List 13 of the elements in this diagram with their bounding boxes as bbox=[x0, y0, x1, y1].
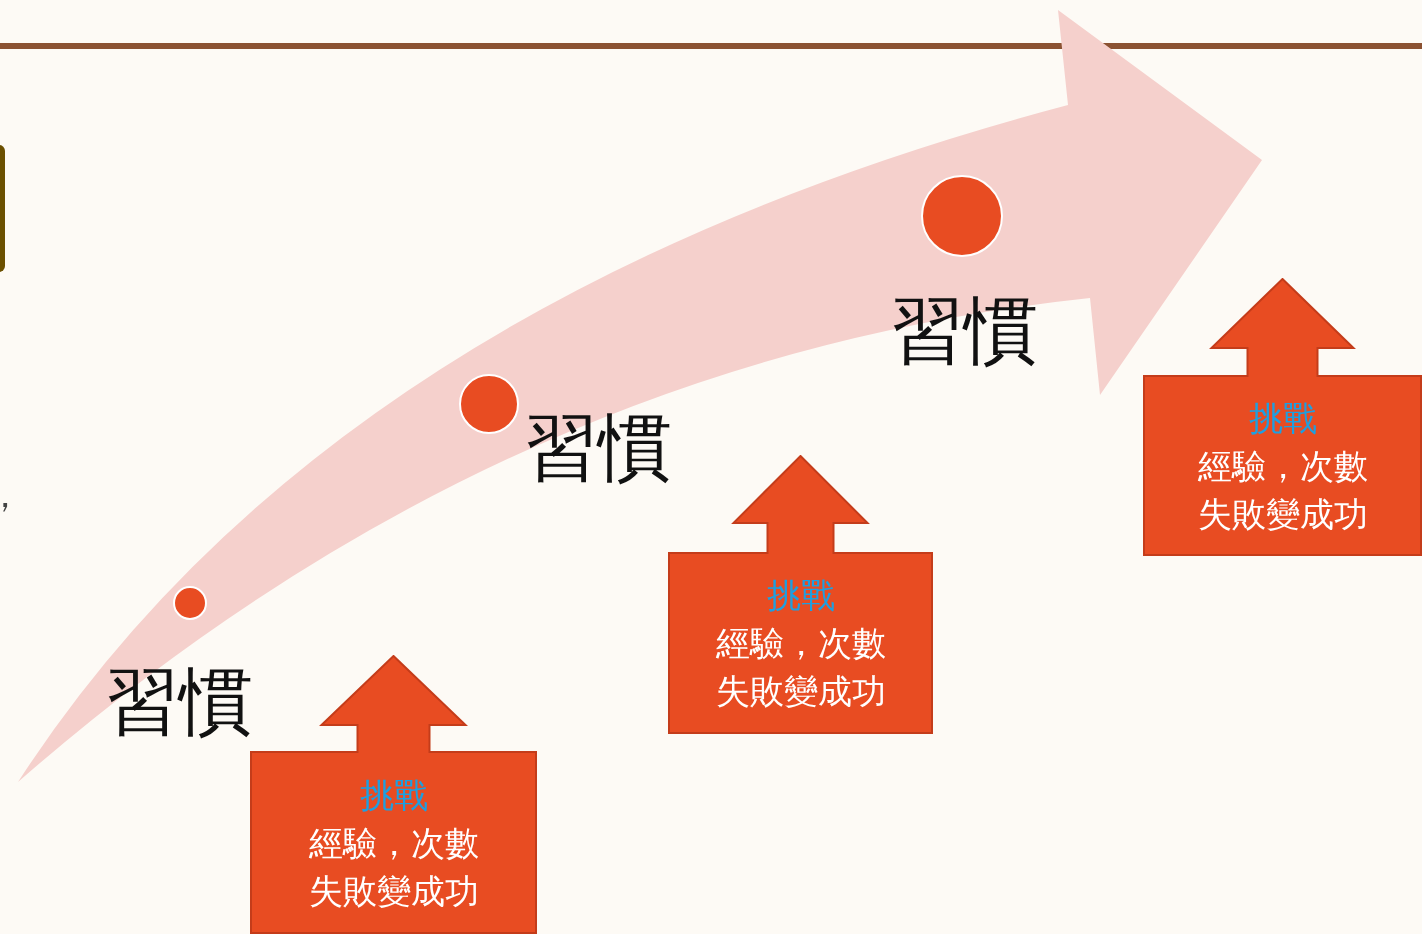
text-fragment: ， bbox=[0, 478, 22, 512]
box-heading: 挑戰 bbox=[1247, 398, 1318, 438]
step-label: 習慣 bbox=[105, 664, 253, 738]
box-text: 經驗，次數失敗變成功 bbox=[307, 822, 480, 913]
step-label: 習慣 bbox=[524, 410, 672, 484]
box-text: 經驗，次數失敗變成功 bbox=[1196, 445, 1369, 536]
up-arrow-box bbox=[1143, 278, 1422, 556]
step-label: 習慣 bbox=[890, 293, 1038, 367]
box-text: 經驗，次數失敗變成功 bbox=[714, 622, 887, 713]
up-arrow-box bbox=[668, 455, 933, 734]
box-heading: 挑戰 bbox=[765, 575, 836, 615]
up-arrow-box bbox=[250, 655, 537, 934]
box-heading: 挑戰 bbox=[358, 775, 429, 815]
